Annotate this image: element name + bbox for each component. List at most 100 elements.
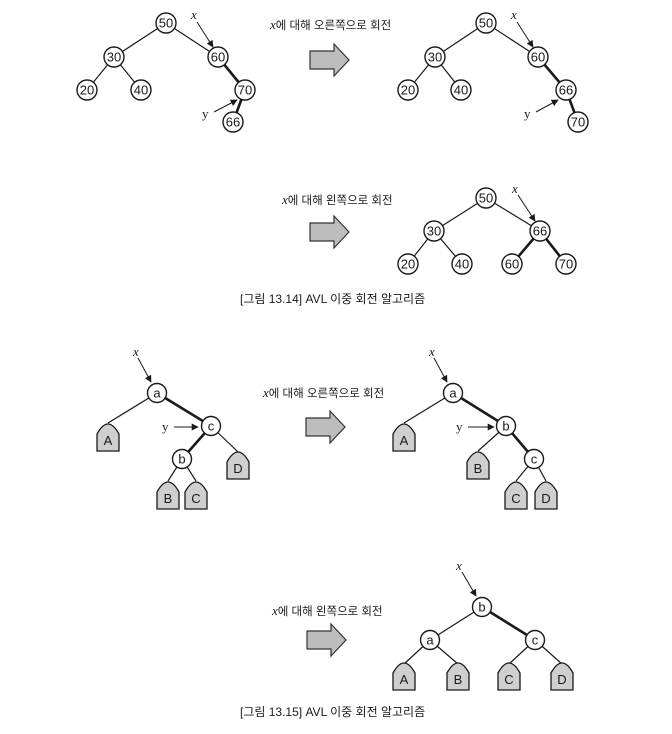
svg-text:20: 20 xyxy=(401,83,415,98)
subtree-shape: C xyxy=(184,481,208,510)
pointer-x-label: x xyxy=(511,181,518,196)
pointer-y-label: y xyxy=(162,419,169,434)
svg-text:D: D xyxy=(541,491,550,506)
tree-node: 70 xyxy=(567,111,589,133)
svg-text:B: B xyxy=(164,491,173,506)
tree-node: b xyxy=(171,448,193,470)
tree-node: 66 xyxy=(222,111,244,133)
svg-text:60: 60 xyxy=(531,50,545,65)
figure-caption: [그림 13.14] AVL 이중 회전 알고리즘 xyxy=(240,292,425,306)
subtree-shape: C xyxy=(497,662,521,691)
tree-node: 50 xyxy=(475,12,497,34)
svg-text:c: c xyxy=(531,452,538,467)
subtree-shape: C xyxy=(504,481,528,510)
right-arrow-icon xyxy=(305,409,346,445)
svg-text:50: 50 xyxy=(479,191,493,206)
svg-text:20: 20 xyxy=(401,257,415,272)
svg-text:60: 60 xyxy=(505,257,519,272)
tree-node: 66 xyxy=(555,79,577,101)
svg-text:20: 20 xyxy=(80,83,94,98)
tree-node: 30 xyxy=(423,220,445,242)
svg-text:D: D xyxy=(557,672,566,687)
tree-node: 60 xyxy=(527,46,549,68)
svg-text:C: C xyxy=(191,491,200,506)
svg-text:C: C xyxy=(504,672,513,687)
subtree-shape: A xyxy=(392,423,416,452)
tree-node: 40 xyxy=(450,79,472,101)
tree-node: a xyxy=(146,382,168,404)
svg-text:b: b xyxy=(502,419,509,434)
tree-node: c xyxy=(524,629,546,651)
fig15-tree-before: x y A D B C a c b xyxy=(96,344,250,510)
tree-node: b xyxy=(471,596,493,618)
fig15-tree-middle: x y A B C D a b c xyxy=(392,344,558,510)
right-arrow-icon xyxy=(309,214,350,250)
rotation-label: x에 대해 왼쪽으로 회전 xyxy=(271,603,383,618)
svg-text:D: D xyxy=(233,461,242,476)
subtree-shape: B xyxy=(466,451,490,480)
svg-text:A: A xyxy=(400,672,409,687)
svg-text:50: 50 xyxy=(479,16,493,31)
fig14-step1: x에 대해 오른쪽으로 회전 xyxy=(269,17,391,78)
rotation-label: x에 대해 왼쪽으로 회전 xyxy=(281,192,393,207)
svg-text:66: 66 xyxy=(559,83,573,98)
svg-text:70: 70 xyxy=(238,83,252,98)
fig15-step2: x에 대해 왼쪽으로 회전 xyxy=(271,603,383,658)
tree-node: 50 xyxy=(475,187,497,209)
tree-node: a xyxy=(419,629,441,651)
tree-node: 20 xyxy=(76,79,98,101)
tree-node: 70 xyxy=(234,79,256,101)
svg-text:B: B xyxy=(474,461,483,476)
subtree-shape: B xyxy=(156,481,180,510)
tree-node: 60 xyxy=(207,46,229,68)
fig15-tree-after: x A B C D b a c xyxy=(392,558,574,691)
svg-text:70: 70 xyxy=(571,115,585,130)
rotation-label: x에 대해 오른쪽으로 회전 xyxy=(269,17,391,32)
svg-text:a: a xyxy=(449,386,457,401)
pointer-x-label: x xyxy=(190,7,197,22)
svg-text:C: C xyxy=(511,491,520,506)
fig14-tree-middle: x y 50 30 60 20 40 66 70 xyxy=(397,7,589,133)
svg-text:30: 30 xyxy=(427,224,441,239)
svg-text:A: A xyxy=(104,433,113,448)
svg-text:30: 30 xyxy=(107,50,121,65)
svg-text:a: a xyxy=(426,633,434,648)
subtree-shape: A xyxy=(96,423,120,452)
subtree-shape: D xyxy=(534,481,558,510)
svg-text:60: 60 xyxy=(211,50,225,65)
right-arrow-icon xyxy=(306,622,347,658)
subtree-shape: A xyxy=(392,662,416,691)
tree-node: 40 xyxy=(451,253,473,275)
svg-text:A: A xyxy=(400,433,409,448)
svg-text:40: 40 xyxy=(454,83,468,98)
pointer-x-label: x xyxy=(510,7,517,22)
svg-text:c: c xyxy=(208,419,215,434)
pointer-x-label: x xyxy=(455,558,462,573)
tree-node: 20 xyxy=(397,253,419,275)
tree-node: 60 xyxy=(501,253,523,275)
fig15-step1: x에 대해 오른쪽으로 회전 xyxy=(262,385,384,445)
svg-text:40: 40 xyxy=(134,83,148,98)
pointer-x-label: x xyxy=(428,344,435,359)
svg-text:c: c xyxy=(532,633,539,648)
right-arrow-icon xyxy=(309,42,350,78)
tree-node: 30 xyxy=(103,46,125,68)
pointer-y-label: y xyxy=(524,106,531,121)
svg-text:66: 66 xyxy=(533,224,547,239)
tree-node: a xyxy=(442,382,464,404)
fig14-tree-before: x y 50 30 60 20 40 70 66 xyxy=(76,7,256,133)
figure-caption: [그림 13.15] AVL 이중 회전 알고리즘 xyxy=(240,705,425,719)
subtree-shape: B xyxy=(446,662,470,691)
svg-text:40: 40 xyxy=(455,257,469,272)
tree-node: 40 xyxy=(130,79,152,101)
pointer-x-label: x xyxy=(132,344,139,359)
svg-text:66: 66 xyxy=(226,115,240,130)
tree-node: c xyxy=(523,448,545,470)
svg-text:B: B xyxy=(454,672,463,687)
rotation-label: x에 대해 오른쪽으로 회전 xyxy=(262,385,384,400)
tree-node: c xyxy=(200,415,222,437)
fig14-step2: x에 대해 왼쪽으로 회전 xyxy=(281,192,393,250)
svg-text:b: b xyxy=(178,452,185,467)
pointer-y-label: y xyxy=(202,106,209,121)
